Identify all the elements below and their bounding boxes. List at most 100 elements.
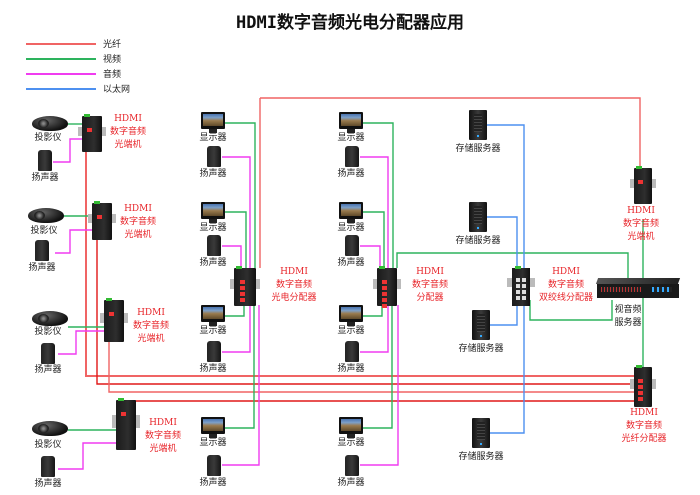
storage-server-icon — [472, 310, 490, 340]
audio-line — [222, 305, 251, 353]
speaker-icon — [35, 240, 49, 261]
speaker-icon — [207, 455, 221, 476]
storage-server-label: 存储服务器 — [455, 144, 501, 154]
optoelectric-splitter-label: HDMI 数字音频 光电分配器 — [258, 266, 330, 305]
device-label-line: HDMI — [137, 308, 165, 318]
video-line — [224, 211, 247, 268]
speaker-icon — [345, 455, 359, 476]
av-server-label-line: 服务器 — [614, 318, 642, 328]
monitor-icon — [201, 417, 225, 438]
monitor-icon — [339, 305, 363, 326]
twisted-pair-splitter-label: HDMI 数字音频 双绞线分配器 — [530, 266, 602, 305]
splitter-label: HDMI 数字音频 分配器 — [394, 266, 466, 305]
device-label-line: HDMI — [149, 418, 177, 428]
monitor-icon — [201, 305, 225, 326]
transceiver-label: HDMI 数字音频 光端机 — [115, 307, 187, 346]
device-label-line: HDMI — [280, 267, 308, 277]
storage-server-icon — [469, 202, 487, 232]
video-line — [362, 211, 385, 268]
video-line — [362, 122, 394, 268]
fiber-line — [260, 97, 641, 185]
device-label-line: 分配器 — [416, 293, 444, 303]
device-label-line: 光端机 — [137, 334, 165, 344]
speaker-icon — [41, 343, 55, 364]
speaker-icon — [38, 150, 52, 171]
legend-item-ethernet: 以太网 — [26, 81, 130, 96]
video-line — [224, 122, 256, 268]
ethernet-line — [490, 305, 518, 326]
transceiver-icon — [78, 114, 106, 152]
projector-label: 投影仪 — [34, 133, 62, 143]
video-line — [529, 300, 613, 321]
device-label-line: 双绞线分配器 — [538, 293, 593, 303]
legend-item-audio: 音频 — [26, 66, 130, 81]
device-label-line: 数字音频 — [625, 421, 662, 431]
projector-label: 投影仪 — [34, 440, 62, 450]
projector-label: 投影仪 — [34, 327, 62, 337]
audio-line — [222, 245, 242, 268]
monitor-icon — [339, 417, 363, 438]
video-line — [362, 305, 393, 429]
projector-icon — [32, 113, 68, 133]
legend-swatch-fiber — [26, 42, 96, 45]
storage-server-icon — [469, 110, 487, 140]
splitter-icon — [373, 266, 401, 308]
legend-label: 光纤 — [103, 40, 122, 50]
monitor-icon — [201, 202, 225, 223]
speaker-label: 扬声器 — [337, 364, 365, 374]
legend-label: 音频 — [103, 70, 122, 80]
speaker-icon — [207, 235, 221, 256]
legend-swatch-video — [26, 57, 96, 60]
transceiver-label: HDMI 数字音频 光端机 — [92, 113, 164, 152]
speaker-label: 扬声器 — [34, 479, 62, 489]
monitor-label: 显示器 — [199, 326, 227, 336]
audio-line — [360, 156, 389, 268]
monitor-label: 显示器 — [337, 133, 365, 143]
monitor-label: 显示器 — [337, 438, 365, 448]
device-label-line: 数字音频 — [411, 280, 448, 290]
speaker-label: 扬声器 — [31, 173, 59, 183]
transceiver-icon — [630, 166, 656, 204]
audio-line — [222, 305, 260, 466]
speaker-label: 扬声器 — [34, 365, 62, 375]
speaker-icon — [41, 456, 55, 477]
optoelectric-splitter-icon — [230, 266, 260, 306]
legend-swatch-audio — [26, 72, 96, 75]
audio-line — [360, 245, 381, 268]
twisted-pair-splitter-icon — [507, 266, 535, 306]
speaker-label: 扬声器 — [199, 258, 227, 268]
device-label-line: 光端机 — [149, 444, 177, 454]
ethernet-line — [486, 216, 518, 268]
speaker-label: 扬声器 — [28, 263, 56, 273]
speaker-label: 扬声器 — [199, 169, 227, 179]
speaker-label: 扬声器 — [199, 364, 227, 374]
transceiver-icon — [88, 201, 116, 240]
speaker-label: 扬声器 — [337, 169, 365, 179]
device-label-line: HDMI — [630, 408, 658, 418]
projector-icon — [32, 308, 68, 328]
av-server-label-line: 视音频 — [614, 305, 642, 315]
legend-label: 以太网 — [103, 85, 131, 95]
device-label-line: 光端机 — [114, 140, 142, 150]
device-label-line: HDMI — [124, 204, 152, 214]
monitor-label: 显示器 — [199, 438, 227, 448]
fiber-line — [108, 325, 640, 393]
device-label-line: HDMI — [416, 267, 444, 277]
transceiver-label: HDMI 数字音频 光端机 — [127, 417, 199, 456]
video-line — [396, 252, 629, 285]
transceiver-icon — [112, 398, 140, 450]
device-label-line: 数字音频 — [119, 217, 156, 227]
audio-line — [55, 229, 92, 254]
speaker-icon — [207, 341, 221, 362]
fiber-line — [85, 150, 640, 377]
monitor-icon — [339, 112, 363, 133]
legend-item-fiber: 光纤 — [26, 36, 130, 51]
fiber-line — [122, 400, 640, 418]
monitor-label: 显示器 — [337, 326, 365, 336]
speaker-icon — [207, 146, 221, 167]
speaker-label: 扬声器 — [199, 478, 227, 488]
monitor-icon — [339, 202, 363, 223]
video-line — [362, 305, 383, 317]
audio-line — [58, 330, 104, 355]
